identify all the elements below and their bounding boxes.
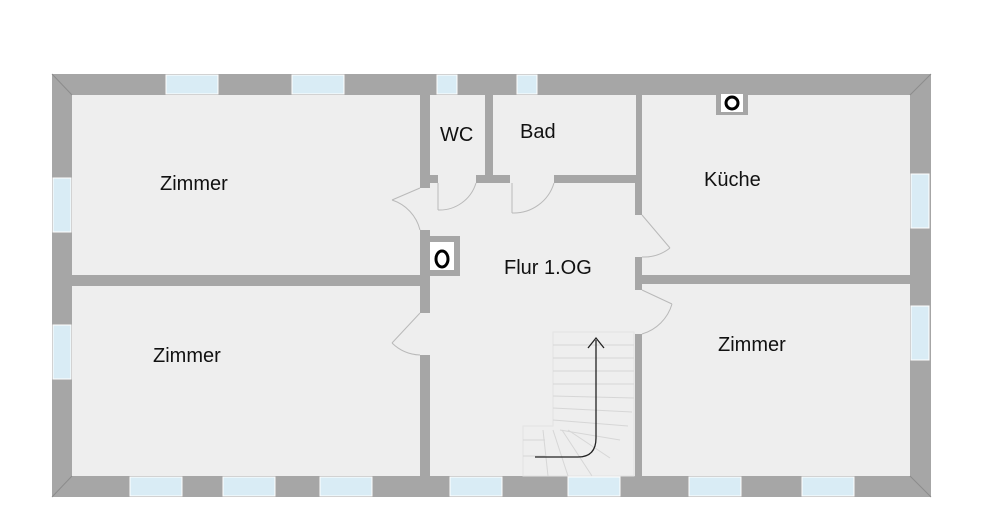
door-swing [511, 182, 555, 214]
door-swing [391, 187, 421, 231]
door-swing [641, 289, 673, 335]
window [567, 476, 621, 497]
window [910, 173, 930, 229]
window [910, 305, 930, 361]
door-swing [641, 214, 671, 258]
room-label-zimmer-se: Zimmer [718, 334, 786, 356]
window [52, 324, 72, 380]
room-label-flur: Flur 1.OG [504, 257, 592, 279]
room-floors [72, 95, 910, 476]
floor-zimmer-se [642, 284, 910, 476]
doors [391, 175, 673, 356]
room-label-wc: WC [440, 124, 473, 146]
window [516, 74, 538, 95]
floor-kueche [642, 95, 910, 275]
window [449, 476, 503, 497]
floor-zimmer-sw [72, 286, 420, 476]
window [319, 476, 373, 497]
stair-arrow-icon [535, 336, 605, 458]
window [291, 74, 345, 95]
window [222, 476, 276, 497]
chimney-icon [716, 93, 748, 115]
room-label-zimmer-sw: Zimmer [153, 345, 221, 367]
window [801, 476, 855, 497]
windows [52, 74, 930, 497]
floor-bad [493, 95, 636, 175]
window [165, 74, 219, 95]
window [52, 177, 72, 233]
window [688, 476, 742, 497]
chimney-icon [424, 236, 460, 276]
room-label-kueche: Küche [704, 169, 761, 191]
staircase [522, 331, 635, 477]
window [129, 476, 183, 497]
window [436, 74, 458, 95]
floor-flur [430, 183, 635, 476]
room-label-zimmer-nw: Zimmer [160, 173, 228, 195]
wall-corner-lines [51, 73, 932, 498]
door-swing [437, 182, 477, 211]
door-swing [391, 312, 421, 356]
floor-zimmer-nw [72, 95, 420, 275]
floor-wc [430, 95, 485, 175]
room-label-bad: Bad [520, 121, 556, 143]
